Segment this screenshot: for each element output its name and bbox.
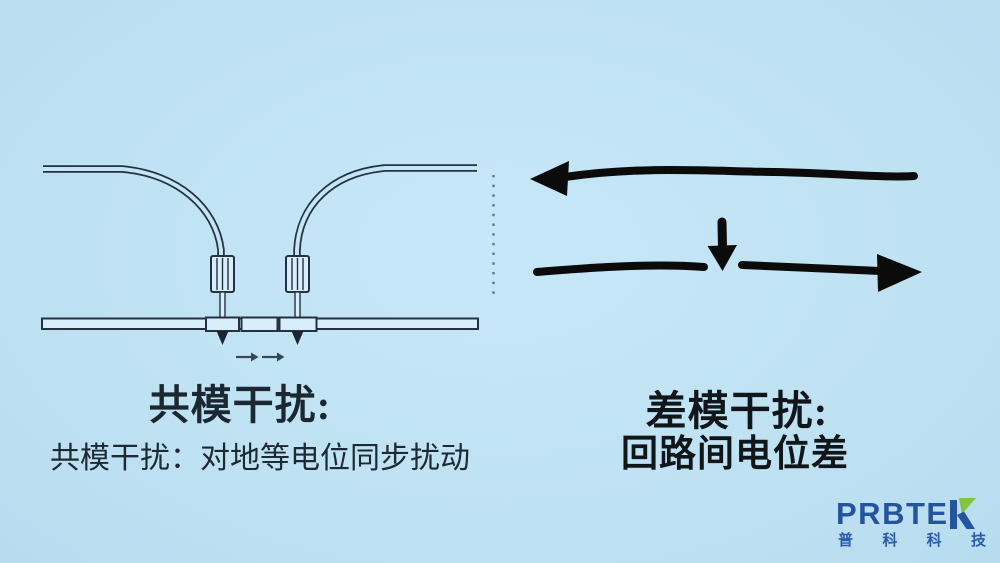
differential-mode-description: 回路间电位差	[621, 434, 849, 475]
common-mode-current-arrows	[236, 352, 285, 362]
contact-segments	[205, 316, 318, 332]
left-probe-needle	[219, 291, 226, 321]
left-probe-body	[210, 255, 235, 293]
potential-difference-down-arrow	[707, 217, 737, 271]
differential-mode-diagram	[530, 161, 922, 292]
prbtek-chinese-name: 普 科 科 技	[836, 533, 988, 548]
common-mode-diagram	[41, 164, 495, 362]
left-probe-tip	[216, 331, 229, 345]
loop-arrow-left	[530, 161, 918, 196]
prbtek-wordmark-prefix: PRBTE	[836, 496, 949, 531]
logo-char: 科	[882, 532, 898, 549]
right-probe-needle	[294, 291, 301, 321]
loop-arrow-right	[533, 254, 922, 292]
logo-char: 科	[926, 532, 942, 549]
prbtek-wordmark: PRBTE	[836, 498, 988, 529]
right-probe-body	[285, 255, 310, 293]
prbtek-k-icon	[949, 498, 976, 529]
logo-char: 技	[970, 532, 986, 549]
prbtek-logo: PRBTE 普 科 科 技	[836, 498, 988, 548]
differential-mode-title: 差模干扰:	[645, 388, 829, 434]
right-probe-tip	[291, 331, 304, 345]
left-probe-cable	[43, 165, 225, 258]
right-probe-cable	[293, 164, 477, 258]
common-mode-title: 共模干扰:	[148, 382, 332, 428]
logo-char: 普	[838, 532, 854, 549]
common-mode-description: 共模干扰：对地等电位同步扰动	[50, 442, 470, 475]
